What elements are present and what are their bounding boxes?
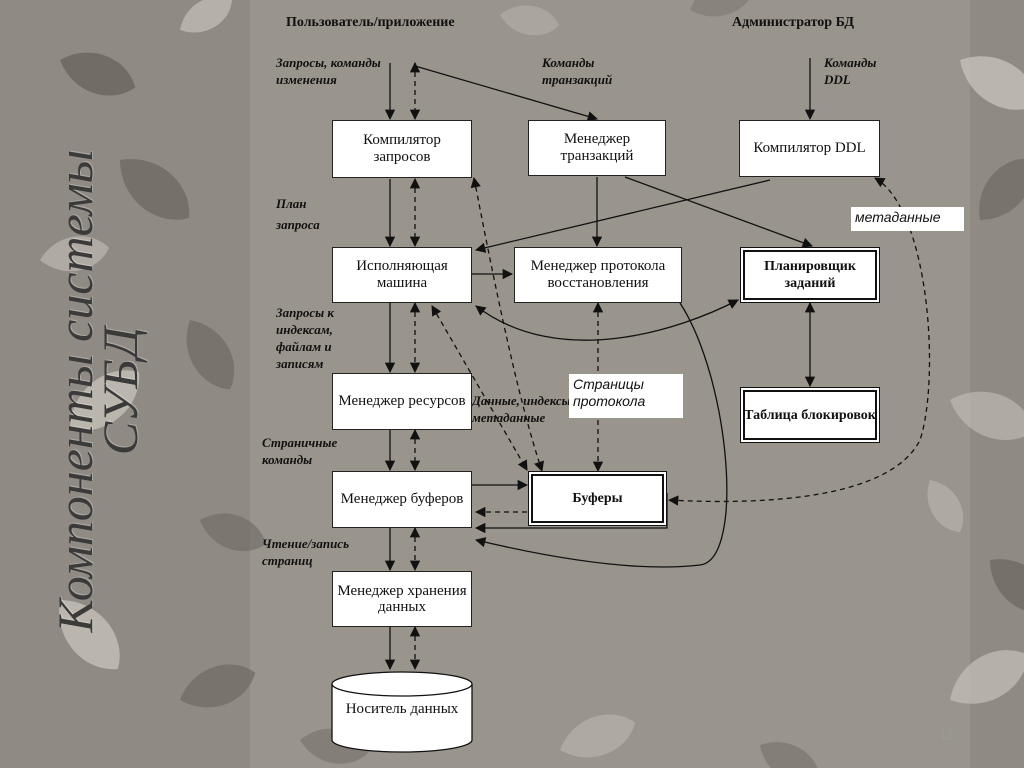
page-number: 16 <box>940 728 954 742</box>
leaf-shape <box>560 714 636 758</box>
leaf-shape <box>70 370 140 431</box>
leaf-shape <box>950 650 1024 704</box>
box-lock-table: Таблица блокировок <box>740 387 880 443</box>
leaf-shape <box>950 391 1024 440</box>
leaf-shape <box>120 159 190 220</box>
label-page-commands: Страничные команды <box>262 435 338 467</box>
leaf-shape <box>200 513 266 552</box>
box-task-scheduler: Планировщик заданий <box>740 247 880 303</box>
box-execution-engine-label: Исполняющая машина <box>356 258 448 291</box>
label-ddl-commands: Команды DDL <box>824 55 877 87</box>
leaf-shape <box>60 52 136 96</box>
box-resource-manager-label: Менеджер ресурсов <box>338 393 466 409</box>
box-transaction-manager: Менеджер транзакций <box>528 120 666 176</box>
arrow-engine-buffers-dashed <box>431 305 528 471</box>
label-read-write-pages: Чтение/запись страниц <box>262 536 350 568</box>
box-ddl-compiler: Компилятор DDL <box>739 120 880 177</box>
label-queries-commands: Запросы, команды изменения <box>276 55 381 87</box>
box-query-compiler-label: Компилятор запросов <box>363 132 441 165</box>
leaf-shape <box>990 559 1024 613</box>
arrow-ddl-to-engine <box>474 179 771 253</box>
box-execution-engine: Исполняющая машина <box>332 247 472 303</box>
arrow-engine-scheduler <box>475 299 739 341</box>
leaf-shape <box>927 480 964 532</box>
note-log-pages: Страницы протокола <box>569 374 683 418</box>
box-query-compiler: Компилятор запросов <box>332 120 472 178</box>
box-buffers-label: Буферы <box>572 491 623 506</box>
arrow-user-to-transaction <box>414 65 598 122</box>
box-buffer-manager: Менеджер буферов <box>332 471 472 528</box>
leaf-shape <box>180 0 232 33</box>
storage-medium-label: Носитель данных <box>345 701 459 717</box>
arrow-buffers-bracket <box>474 493 668 534</box>
box-recovery-log-manager: Менеджер протокола восстановления <box>514 247 682 303</box>
box-storage-manager-label: Менеджер хранения данных <box>337 583 467 615</box>
box-recovery-log-manager-label: Менеджер протокола восстановления <box>530 258 666 291</box>
arrow-transaction-to-scheduler <box>624 176 813 248</box>
leaf-shape <box>59 600 120 670</box>
box-buffer-manager-label: Менеджер буферов <box>340 491 464 507</box>
arrow-compiler-buffers-dashed <box>470 176 544 472</box>
box-transaction-manager-label: Менеджер транзакций <box>560 131 634 164</box>
box-task-scheduler-label: Планировщик заданий <box>764 259 856 291</box>
box-buffers: Буферы <box>528 471 667 526</box>
storage-medium-cylinder <box>331 671 473 753</box>
leaf-shape <box>979 158 1024 220</box>
leaf-shape <box>180 664 256 708</box>
note-metadata: метаданные <box>851 207 964 231</box>
leaf-shape <box>760 742 821 768</box>
box-ddl-compiler-label: Компилятор DDL <box>753 140 866 156</box>
leaf-shape <box>40 236 109 272</box>
label-index-file-requests: Запросы к индексам, файлам и записям <box>276 305 334 371</box>
box-lock-table-label: Таблица блокировок <box>744 407 876 423</box>
box-storage-manager: Менеджер хранения данных <box>332 571 472 627</box>
label-query-plan: План запроса <box>276 196 320 232</box>
arrow-ddl-buffers-metadata <box>667 177 931 506</box>
leaf-shape <box>186 320 235 390</box>
header-db-admin: Администратор БД <box>732 15 854 30</box>
label-transaction-commands: Команды транзакций <box>542 55 613 87</box>
box-resource-manager: Менеджер ресурсов <box>332 373 472 430</box>
leaf-shape <box>960 56 1024 110</box>
label-data-indexes-metadata: Данные, индексы, метаданные <box>472 393 574 425</box>
leaf-shape <box>690 0 756 17</box>
leaf-shape <box>500 5 560 36</box>
header-user-app: Пользователь/приложение <box>286 15 455 30</box>
